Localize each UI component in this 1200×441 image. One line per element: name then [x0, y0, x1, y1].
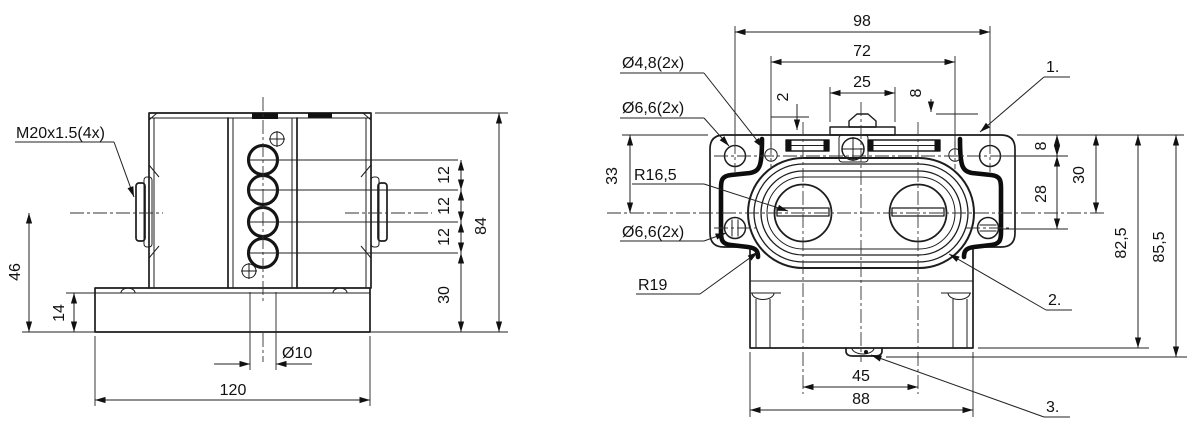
dim-2-label: 2 [775, 92, 792, 101]
latch-feet [751, 292, 971, 348]
dim-72-label: 72 [853, 43, 871, 60]
top-view-geometry [607, 102, 1107, 394]
dim-30-label: 30 [436, 286, 453, 304]
r16-5-label: R16,5 [634, 167, 677, 184]
dia-66-bottom-label: Ø6,6(2x) [622, 224, 684, 241]
dim-85-5-label: 85,5 [1151, 231, 1168, 262]
ref-3-label: 3. [1046, 399, 1059, 416]
dim-33-label: 33 [604, 167, 621, 185]
callout-dia-48: Ø4,8(2x) [620, 55, 764, 149]
dim-98-label: 98 [853, 13, 871, 30]
pentagon-tab [848, 113, 877, 128]
dim-12-label-1: 12 [436, 166, 453, 184]
retaining-clips [718, 136, 1004, 260]
dim-28: 28 [1003, 156, 1068, 230]
bottom-tab [845, 347, 883, 357]
callout-dia-66-bottom: Ø6,6(2x) [620, 224, 727, 242]
dim-chain-12: 12 12 12 [436, 160, 465, 253]
dim-12-label-3: 12 [436, 228, 453, 246]
dim-46-label: 46 [7, 263, 24, 281]
dim-hole-diameter: Ø10 [214, 292, 312, 370]
front-view: M20x1.5(4x) 46 14 12 12 12 [7, 97, 508, 406]
r19-label: R19 [638, 277, 667, 294]
small-screw-holes [241, 131, 285, 279]
dim-46: 46 [7, 213, 95, 333]
dim-8-top: 8 [908, 88, 978, 115]
cable-gland-bosses [135, 176, 388, 248]
callout-r19: R19 [636, 251, 759, 295]
dim-120: 120 [94, 336, 371, 406]
ref-2: 2. [948, 253, 1072, 311]
thread-callout: M20x1.5(4x) [15, 125, 135, 198]
ref-2-label: 2. [1048, 292, 1061, 309]
dim-84-label: 84 [473, 217, 490, 235]
top-plate [829, 113, 896, 163]
dim-84: 84 [375, 112, 508, 332]
dia-48-label: Ø4,8(2x) [622, 55, 684, 72]
top-view: 98 72 25 2 8 [604, 13, 1187, 418]
dim-88-label: 88 [852, 391, 870, 408]
dim-85-5: 85,5 [886, 135, 1187, 358]
dim-14: 14 [51, 292, 95, 332]
dim-45: 45 [803, 368, 918, 391]
callout-r16-5: R16,5 [632, 167, 789, 212]
ref-3: 3. [870, 354, 1070, 418]
top-slot-right [308, 113, 332, 118]
top-slot-left [252, 113, 278, 119]
dim-2: 2 [771, 92, 809, 130]
dim-120-label: 120 [220, 382, 247, 399]
dim-25: 25 [829, 74, 896, 122]
ref-1-label: 1. [1046, 59, 1059, 76]
callout-dia-66-top: Ø6,6(2x) [620, 100, 730, 147]
contact-strips [785, 139, 941, 152]
dim-82-5: 82,5 [978, 135, 1149, 349]
dim-8-right: 8 [1003, 135, 1068, 157]
dim-12-label-2: 12 [436, 197, 453, 215]
dia-66-top-label: Ø6,6(2x) [622, 100, 684, 117]
dim-88: 88 [749, 352, 974, 417]
dim-82-5-label: 82,5 [1113, 227, 1130, 258]
dim-72: 72 [770, 43, 956, 147]
dim-45-label: 45 [852, 368, 870, 385]
ref-1: 1. [979, 59, 1070, 133]
dim-28-label: 28 [1033, 185, 1050, 203]
dim-14-label: 14 [51, 304, 68, 322]
dim-30-right-label: 30 [1071, 166, 1088, 184]
dim-30-right: 30 [1071, 135, 1100, 213]
dim-8-right-label: 8 [1033, 141, 1050, 150]
dim-hole-dia-label: Ø10 [282, 345, 312, 362]
dim-30: 30 [370, 253, 508, 333]
dim-25-label: 25 [853, 74, 871, 91]
thread-label: M20x1.5(4x) [16, 125, 105, 142]
dim-8-top-label: 8 [908, 88, 925, 97]
front-view-geometry [70, 97, 432, 362]
dim-33: 33 [604, 134, 708, 213]
